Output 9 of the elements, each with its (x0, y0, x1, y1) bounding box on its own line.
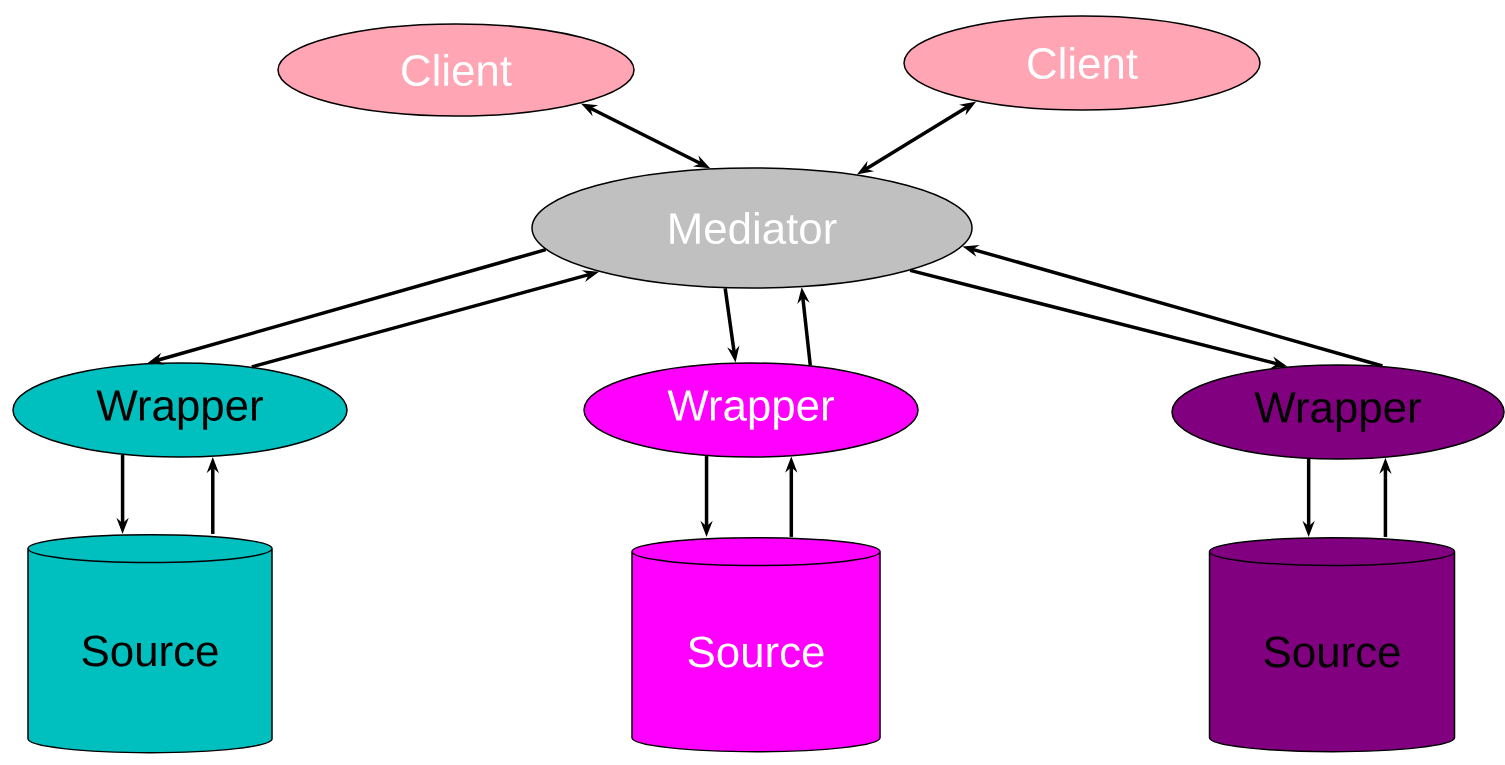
database-cylinder: Source (631, 536, 881, 753)
ellipse-node: Wrapper (12, 362, 348, 458)
ellipse-node: Wrapper (583, 362, 919, 458)
ellipse-node: Client (903, 15, 1261, 111)
ellipse-node: Mediator (531, 167, 973, 289)
ellipse-node: Wrapper (1171, 364, 1505, 460)
database-cylinder: Source (27, 533, 273, 754)
database-cylinder: Source (1208, 536, 1456, 753)
ellipse-node: Client (277, 23, 635, 117)
